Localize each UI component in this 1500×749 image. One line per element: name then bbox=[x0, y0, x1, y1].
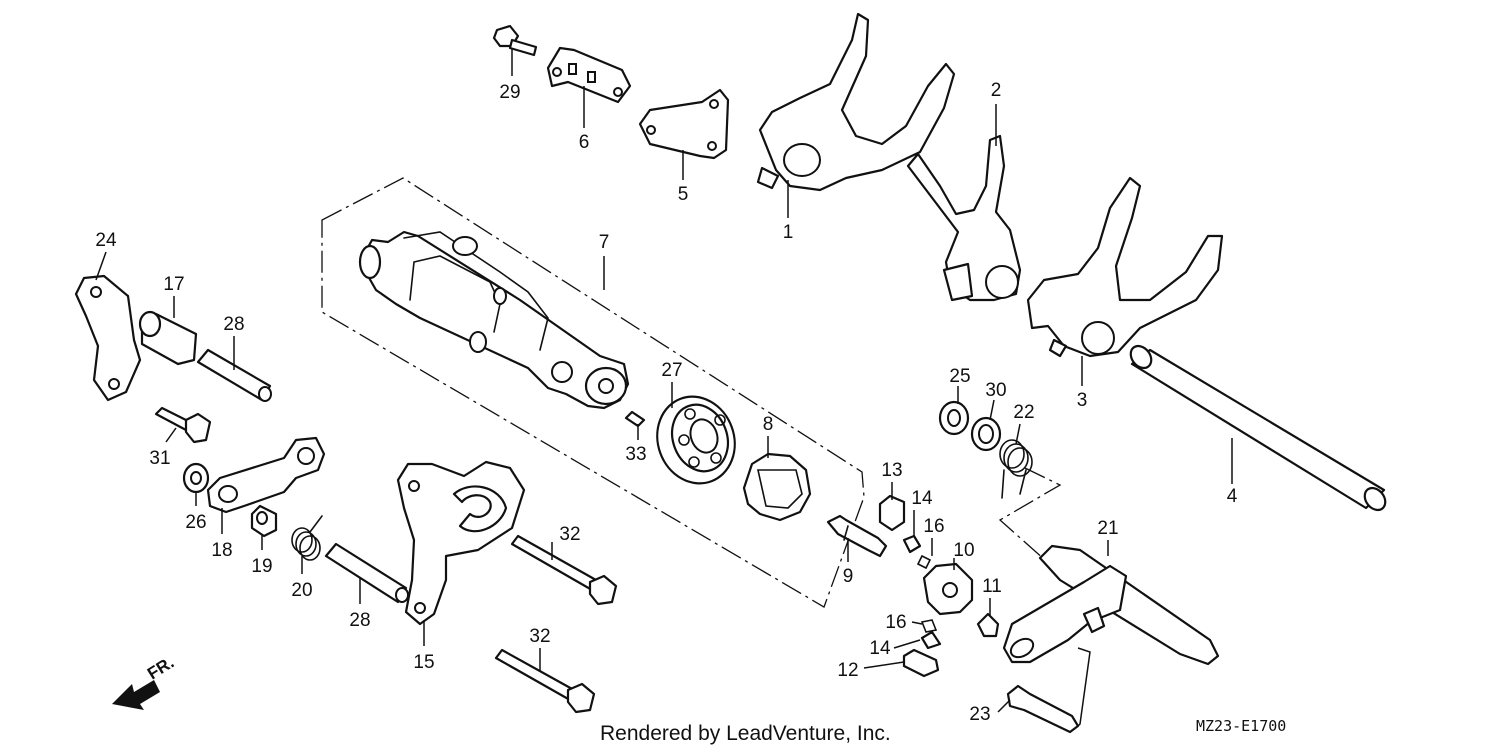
callout-9: 9 bbox=[843, 566, 854, 587]
bolt-29 bbox=[492, 24, 538, 57]
callout-14-lower: 14 bbox=[869, 638, 891, 659]
callout-14-upper: 14 bbox=[911, 488, 933, 509]
callout-16-lower: 16 bbox=[885, 612, 906, 633]
key-12 bbox=[902, 648, 940, 678]
front-arrow-icon bbox=[112, 680, 160, 710]
callout-27: 27 bbox=[661, 360, 682, 381]
front-label: FR. bbox=[144, 653, 177, 684]
diagram-code: MZ23-E1700 bbox=[1196, 717, 1286, 735]
clip-30 bbox=[970, 416, 1002, 452]
shift-fork-3 bbox=[1026, 176, 1224, 358]
front-direction-indicator: FR. bbox=[112, 653, 177, 710]
callout-18: 18 bbox=[211, 540, 232, 561]
spring-14-upper bbox=[902, 534, 922, 554]
return-spring-22 bbox=[999, 439, 1033, 499]
callout-4: 4 bbox=[1227, 486, 1238, 507]
pin-23 bbox=[1006, 684, 1080, 734]
callout-7: 7 bbox=[599, 232, 610, 253]
fork-shaft-4 bbox=[1129, 344, 1387, 512]
callout-26: 26 bbox=[185, 512, 206, 533]
callout-19: 19 bbox=[251, 556, 272, 577]
callout-8: 8 bbox=[763, 414, 774, 435]
callout-32-upper: 32 bbox=[559, 524, 580, 545]
callout-30: 30 bbox=[985, 380, 1006, 401]
callout-17: 17 bbox=[163, 274, 184, 295]
callout-2: 2 bbox=[991, 80, 1002, 101]
bracket-24 bbox=[74, 274, 142, 402]
shift-fork-2 bbox=[906, 134, 1022, 302]
callout-5: 5 bbox=[678, 184, 689, 205]
shaft-28-lower bbox=[324, 542, 409, 604]
spring-16-lower bbox=[920, 619, 938, 633]
bolt-32-lower bbox=[494, 648, 596, 714]
stopper-plate-8 bbox=[742, 452, 812, 522]
callout-16-upper: 16 bbox=[923, 516, 944, 537]
render-credit: Rendered by LeadVenture, Inc. bbox=[600, 722, 891, 745]
callout-1: 1 bbox=[783, 222, 794, 243]
callout-6: 6 bbox=[579, 132, 590, 153]
collar-17 bbox=[138, 310, 198, 366]
drum-arm-18 bbox=[206, 436, 326, 514]
bolt-32-upper bbox=[510, 534, 618, 606]
callout-32-lower: 32 bbox=[529, 626, 550, 647]
shift-arm-21 bbox=[1002, 544, 1220, 666]
pin-16-upper bbox=[916, 554, 932, 570]
callout-33: 33 bbox=[625, 444, 646, 465]
callout-31: 31 bbox=[149, 448, 170, 469]
bolt-11 bbox=[976, 612, 1000, 638]
shift-arm-boundary bbox=[998, 467, 1062, 561]
pin-9 bbox=[826, 514, 888, 558]
callout-23: 23 bbox=[969, 704, 990, 725]
callout-20: 20 bbox=[291, 580, 312, 601]
cap-13 bbox=[878, 494, 906, 532]
callout-10: 10 bbox=[953, 540, 974, 561]
bearing-27 bbox=[656, 395, 736, 485]
shaft-28-upper bbox=[196, 348, 272, 402]
callout-28-lower: 28 bbox=[349, 610, 370, 631]
callout-22: 22 bbox=[1013, 402, 1034, 423]
callout-15: 15 bbox=[413, 652, 434, 673]
callout-labels: 1 2 3 4 5 6 7 8 9 10 11 12 13 14 14 15 1… bbox=[95, 80, 1237, 725]
collar-10 bbox=[922, 562, 974, 616]
callout-13: 13 bbox=[881, 460, 902, 481]
spring-14-lower bbox=[920, 630, 942, 650]
callout-3: 3 bbox=[1077, 390, 1088, 411]
washer-25 bbox=[938, 400, 970, 436]
shift-fork-1 bbox=[756, 12, 956, 192]
bolt-31 bbox=[154, 406, 212, 444]
shift-drum-7 bbox=[358, 230, 630, 410]
plate-5 bbox=[638, 88, 730, 160]
assembly-boundary bbox=[321, 177, 865, 608]
callout-11: 11 bbox=[982, 576, 1002, 597]
callout-24: 24 bbox=[95, 230, 117, 251]
callout-25: 25 bbox=[949, 366, 970, 387]
callout-21: 21 bbox=[1097, 518, 1118, 539]
leader-lines bbox=[95, 48, 1233, 727]
spring-20 bbox=[291, 515, 323, 561]
plate-15 bbox=[396, 460, 526, 626]
callout-28-upper: 28 bbox=[223, 314, 244, 335]
callout-29: 29 bbox=[499, 82, 520, 103]
plate-6 bbox=[546, 46, 632, 104]
roller-19 bbox=[250, 504, 278, 538]
washer-26 bbox=[182, 462, 210, 494]
pin-33 bbox=[624, 410, 646, 428]
callout-12: 12 bbox=[837, 660, 858, 681]
